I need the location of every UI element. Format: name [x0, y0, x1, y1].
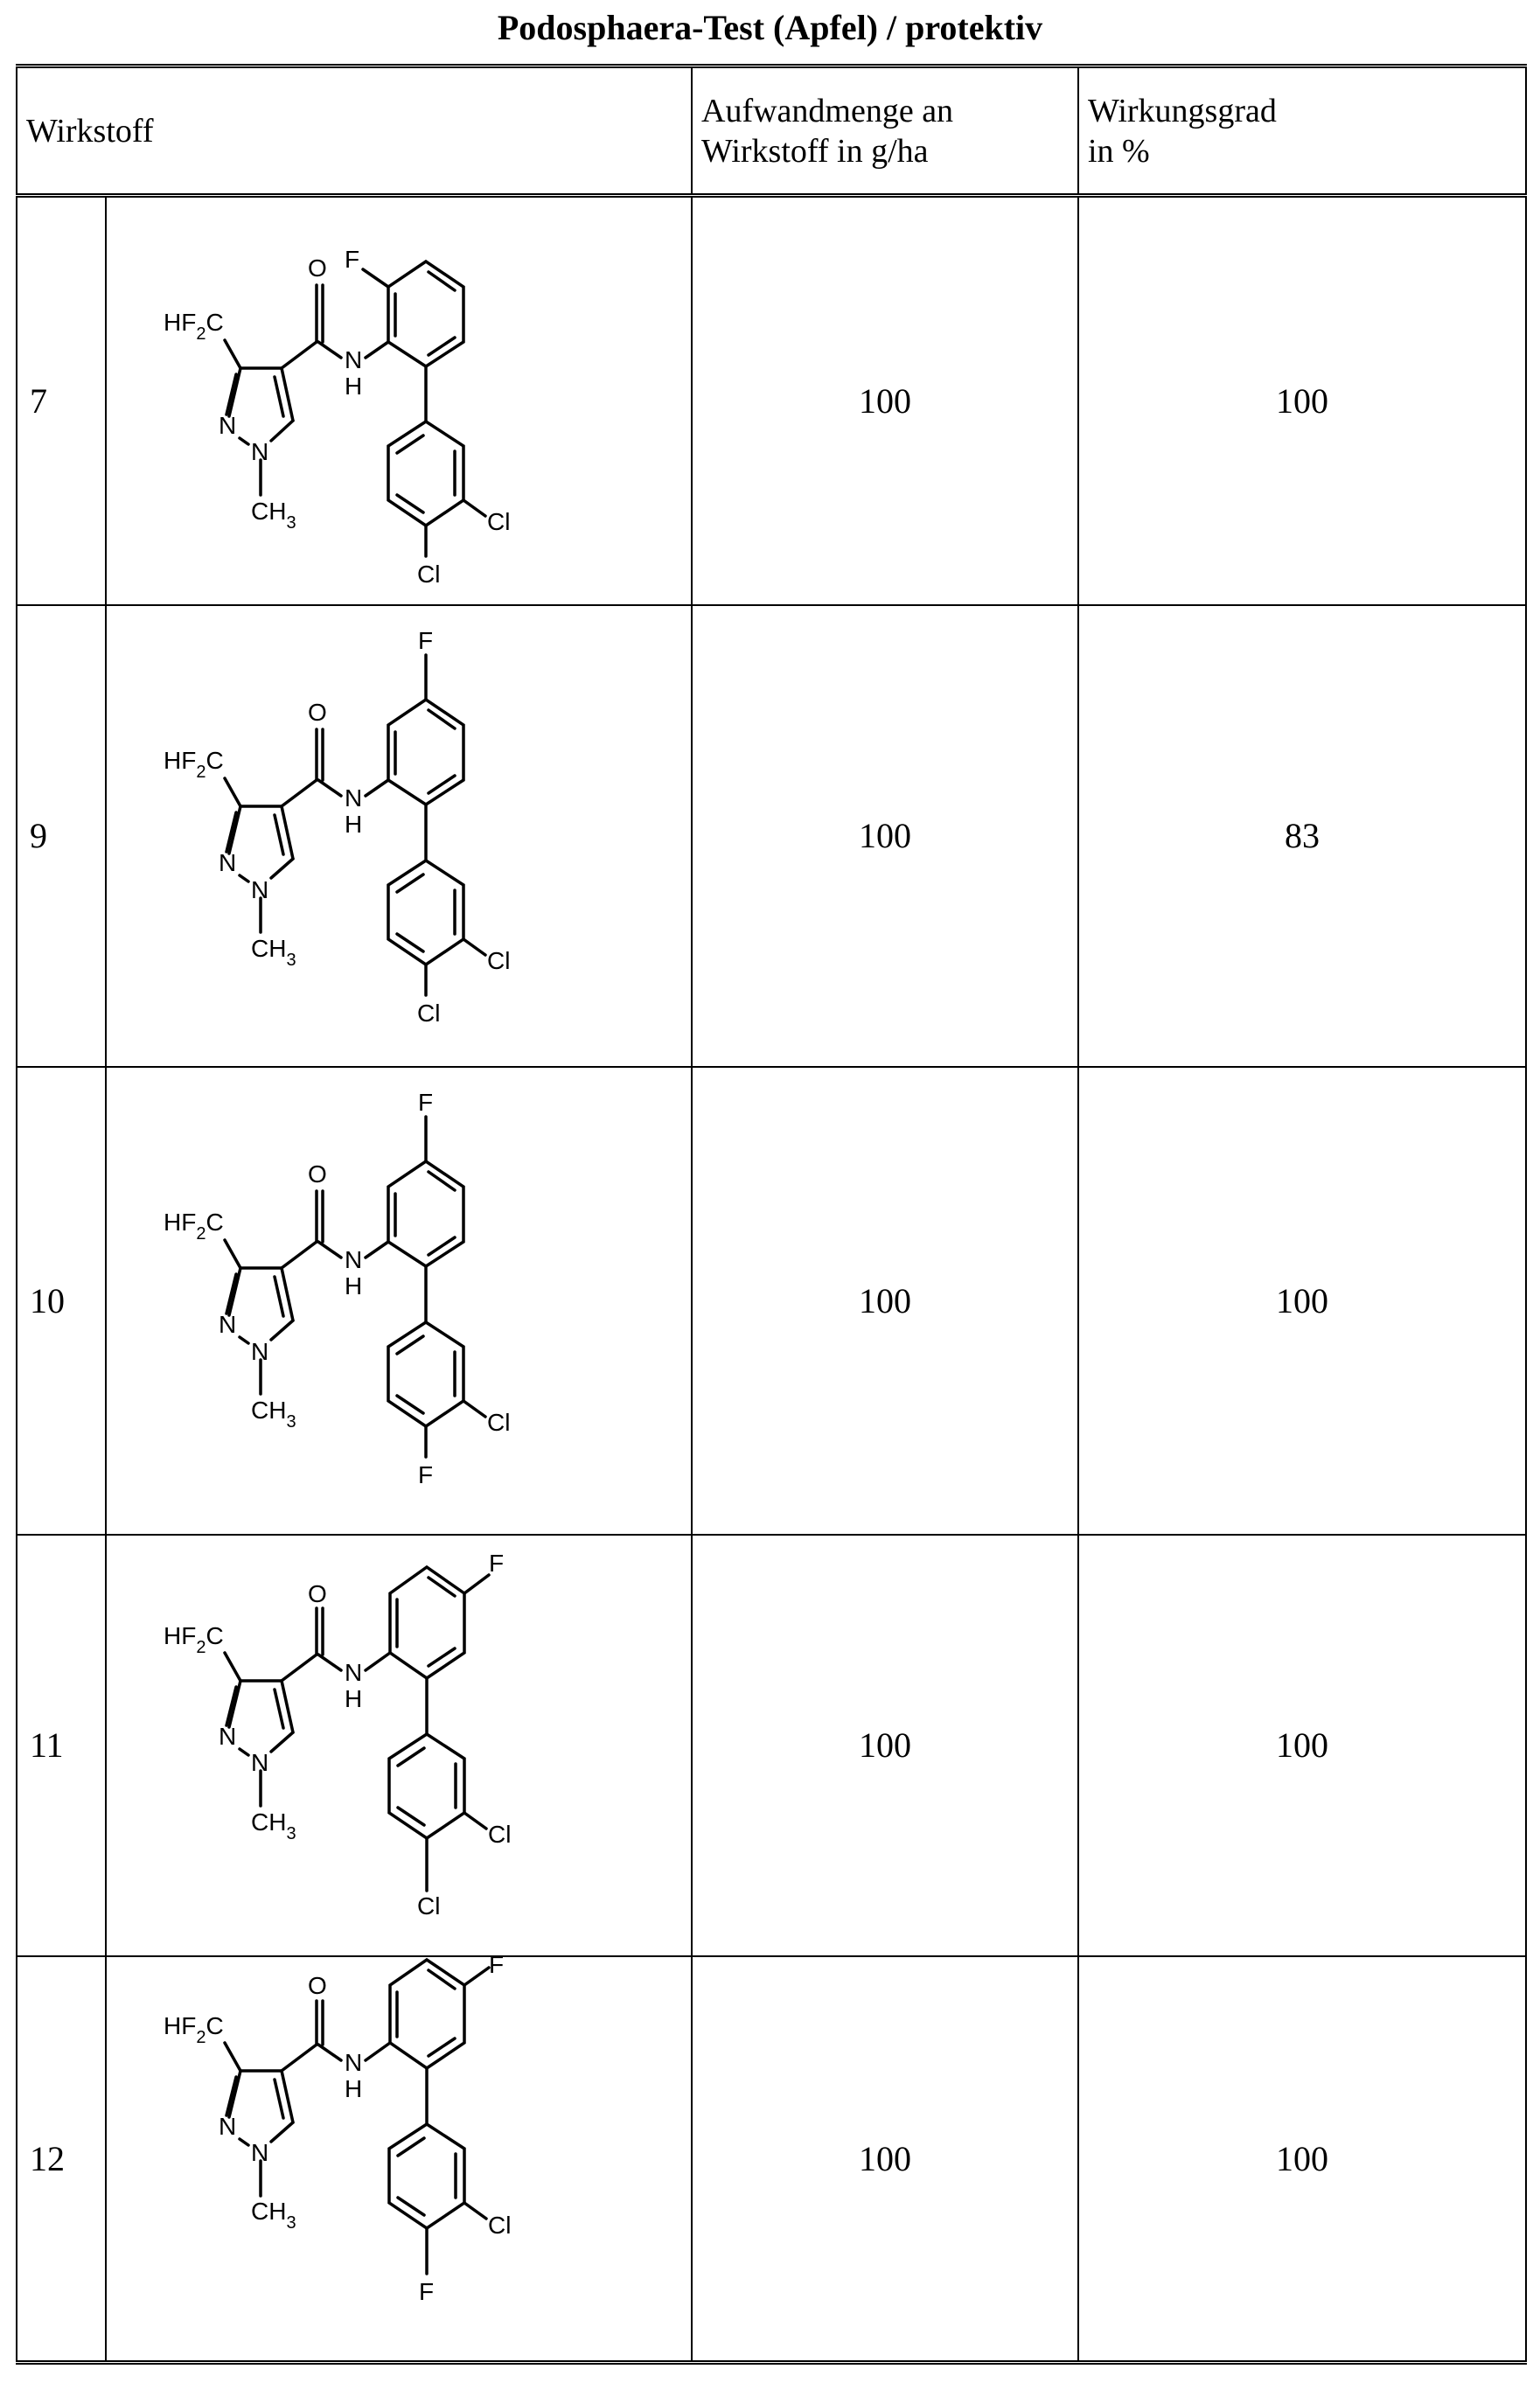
label-para-substituent: F: [418, 1461, 433, 1488]
structure-cell: HF2C O N H N N CH3 F Cl Cl: [105, 1533, 693, 1957]
label-meta-substituent: Cl: [488, 1821, 511, 1848]
compound-id: 12: [16, 1955, 107, 2365]
label-top-f: F: [489, 1550, 504, 1577]
label-top-f: F: [418, 1089, 433, 1116]
page-title: Podosphaera-Test (Apfel) / protektiv: [497, 8, 1043, 47]
table-row: 11: [16, 1533, 1527, 1957]
label-nh-h: H: [345, 2075, 362, 2102]
label-ch3: CH3: [251, 935, 296, 970]
efficacy-value: 100: [1077, 1533, 1527, 1957]
efficacy-value: 83: [1077, 603, 1527, 1068]
label-meta-substituent: Cl: [487, 1409, 510, 1436]
label-n1: N: [251, 1338, 268, 1365]
label-meta-substituent: Cl: [487, 508, 510, 535]
label-hf2c: HF2C: [164, 1622, 224, 1657]
label-ch3: CH3: [251, 1397, 296, 1432]
label-hf2c: HF2C: [164, 309, 224, 344]
label-para-substituent: Cl: [417, 561, 440, 588]
label-oxygen: O: [308, 1580, 327, 1607]
header-wirkungsgrad: Wirkungsgrad in %: [1077, 64, 1527, 198]
header-wirkungsgrad-line1: Wirkungsgrad: [1088, 92, 1277, 129]
rate-value: 100: [691, 1955, 1079, 2365]
label-para-substituent: Cl: [417, 1892, 440, 1920]
label-hf2c: HF2C: [164, 2012, 224, 2047]
table-row: 9: [16, 603, 1527, 1068]
label-ch3: CH3: [251, 498, 296, 533]
rate-value: 100: [691, 1533, 1079, 1957]
rate-value: 100: [691, 603, 1079, 1068]
compound-id: 11: [16, 1533, 107, 1957]
label-top-f: F: [418, 627, 433, 654]
label-nh-h: H: [345, 811, 362, 838]
label-n2: N: [219, 412, 236, 439]
label-n2: N: [219, 849, 236, 876]
label-n1: N: [251, 1749, 268, 1776]
label-nh-n: N: [345, 2049, 362, 2076]
chemical-structure-7: HF2C O N H N N CH3 F Cl Cl: [164, 246, 510, 588]
label-top-f: F: [489, 1957, 504, 1978]
label-oxygen: O: [308, 1160, 327, 1188]
efficacy-value: 100: [1077, 1955, 1527, 2365]
label-hf2c: HF2C: [164, 1209, 224, 1244]
results-table: Wirkstoff Aufwandmenge an Wirkstoff in g…: [16, 64, 1527, 2365]
rate-value: 100: [691, 194, 1079, 606]
label-n2: N: [219, 1311, 236, 1338]
header-aufwandmenge-line1: Aufwandmenge an: [701, 92, 954, 129]
chemical-structure-9: HF2C O N H N N CH3 F Cl Cl: [164, 627, 510, 1027]
label-nh-h: H: [345, 1272, 362, 1300]
efficacy-value: 100: [1077, 194, 1527, 606]
label-nh-h: H: [345, 373, 362, 400]
table-row: 10: [16, 1065, 1527, 1536]
label-ch3: CH3: [251, 1808, 296, 1843]
chemical-structure-10: HF2C O N H N N CH3 F Cl F: [164, 1089, 510, 1488]
header-wirkstoff: Wirkstoff: [16, 64, 693, 198]
structure-cell: HF2C O N H N N CH3 F Cl F: [105, 1955, 693, 2365]
label-oxygen: O: [308, 699, 327, 726]
compound-id: 10: [16, 1065, 107, 1536]
table-row: 12: [16, 1955, 1527, 2365]
chemical-structure-12: HF2C O N H N N CH3 F Cl F: [164, 1957, 511, 2305]
header-wirkungsgrad-line2: in %: [1088, 132, 1150, 170]
table-row: 7: [16, 194, 1527, 606]
label-nh-h: H: [345, 1685, 362, 1712]
compound-id: 9: [16, 603, 107, 1068]
label-n2: N: [219, 1723, 236, 1750]
label-para-substituent: F: [419, 2278, 434, 2305]
label-meta-substituent: Cl: [487, 947, 510, 974]
structure-cell: HF2C O N H N N CH3 F Cl Cl: [105, 194, 693, 606]
label-n1: N: [251, 876, 268, 903]
label-oxygen: O: [308, 254, 327, 282]
rate-value: 100: [691, 1065, 1079, 1536]
structure-cell: HF2C O N H N N CH3 F Cl F: [105, 1065, 693, 1536]
label-n1: N: [251, 438, 268, 465]
structure-cell: HF2C O N H N N CH3 F Cl Cl: [105, 603, 693, 1068]
header-aufwandmenge: Aufwandmenge an Wirkstoff in g/ha: [691, 64, 1079, 198]
chemical-structure-11: HF2C O N H N N CH3 F Cl Cl: [164, 1550, 511, 1920]
label-meta-substituent: Cl: [488, 2212, 511, 2239]
label-para-substituent: Cl: [417, 1000, 440, 1027]
efficacy-value: 100: [1077, 1065, 1527, 1536]
label-nh-n: N: [345, 784, 362, 812]
compound-id: 7: [16, 194, 107, 606]
label-ch3: CH3: [251, 2198, 296, 2233]
label-top-f: F: [345, 246, 359, 273]
label-oxygen: O: [308, 1972, 327, 1999]
label-n2: N: [219, 2113, 236, 2140]
label-nh-n: N: [345, 1659, 362, 1686]
label-n1: N: [251, 2139, 268, 2166]
table-header-row: Wirkstoff Aufwandmenge an Wirkstoff in g…: [16, 64, 1527, 198]
header-aufwandmenge-line2: Wirkstoff in g/ha: [701, 132, 929, 170]
label-hf2c: HF2C: [164, 747, 224, 782]
label-nh-n: N: [345, 346, 362, 373]
label-nh-n: N: [345, 1246, 362, 1273]
